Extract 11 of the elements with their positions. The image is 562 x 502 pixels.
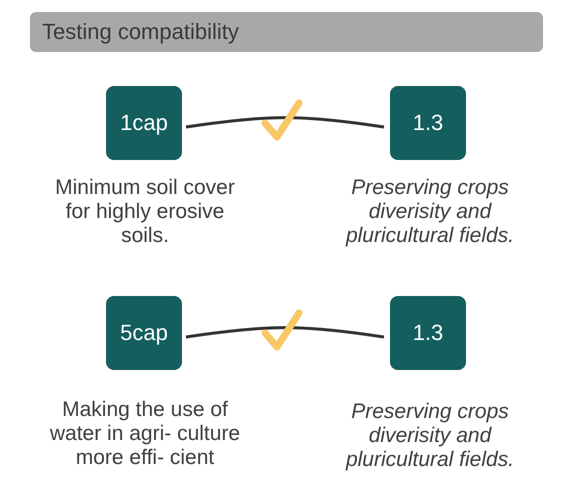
description-text: Preserving crops diverisity and pluricultural fields. bbox=[344, 176, 516, 248]
connector-line bbox=[186, 116, 384, 128]
code-box: 5cap bbox=[106, 296, 182, 370]
code-box: 1.3 bbox=[390, 296, 466, 370]
code-box: 1.3 bbox=[390, 86, 466, 160]
code-box: 1cap bbox=[106, 86, 182, 160]
description-text: Making the use of water in agri- culture more effi- cient bbox=[48, 398, 242, 470]
heading-bar: Testing compatibility bbox=[30, 12, 543, 52]
description-text: Minimum soil cover for highly erosive soils. bbox=[54, 176, 236, 248]
connector-line bbox=[186, 326, 384, 338]
description-text: Preserving crops diverisity and pluricultural fields. bbox=[344, 400, 516, 472]
